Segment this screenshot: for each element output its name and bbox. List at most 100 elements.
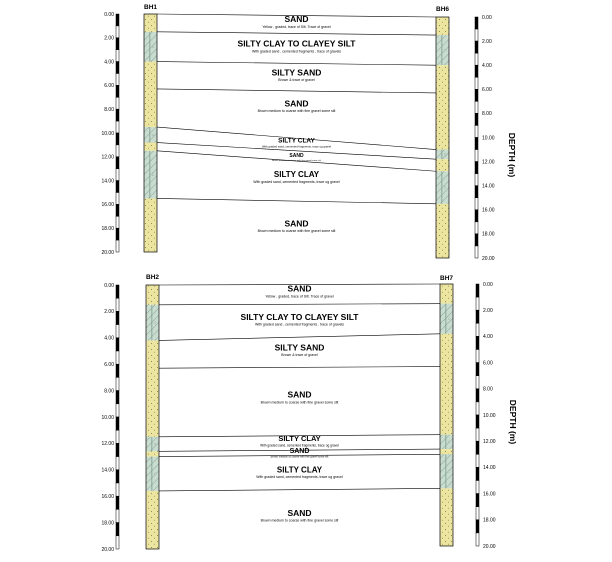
scale-segment (474, 161, 479, 174)
clay-fragment (444, 186, 447, 189)
clay-fragment (154, 443, 157, 446)
right-borehole-column (435, 16, 450, 259)
depth-tick-label: 12.00 (482, 159, 495, 165)
scale-segment (475, 454, 480, 468)
depth-tick-label: 2.00 (104, 309, 114, 315)
layer-descriptions: SAND Yellow , graded, trace of Silt. Trac… (241, 284, 360, 523)
scale-segment (115, 363, 120, 378)
scale-segment (115, 535, 120, 550)
scale-segment (474, 16, 479, 30)
scale-segment (115, 284, 120, 299)
boundary-line (156, 150, 437, 172)
scale-segment (474, 197, 479, 211)
sand-hatch (146, 340, 159, 437)
clay-fragment (152, 45, 155, 48)
scale-segment (115, 227, 120, 241)
depth-tick-label: 10.00 (483, 413, 496, 419)
clay-fragment (448, 470, 451, 473)
borehole-outline (435, 16, 450, 259)
scale-segment (475, 362, 480, 376)
scale-segment (475, 493, 480, 507)
clay-hatch (436, 149, 449, 160)
scale-segment (115, 216, 120, 229)
depth-tick-label: 16.00 (101, 494, 114, 500)
scale-segment (115, 390, 120, 405)
depth-tick-label: 8.00 (104, 388, 114, 394)
scale-segment (115, 156, 120, 169)
layer-name: SAND (290, 448, 310, 455)
scale-segment (475, 349, 480, 363)
borehole-outline (145, 284, 160, 550)
boundary-line (158, 488, 441, 492)
scale-segment (475, 480, 480, 494)
scale-segment (115, 469, 120, 484)
scale-segment (474, 28, 479, 42)
layer-description: Brown medium to coarse with fine gravel … (271, 455, 329, 459)
boundary-line (158, 434, 441, 438)
layer-name: SILTY CLAY TO CLAYEY SILT (241, 312, 360, 322)
scale-segment (474, 64, 479, 78)
scale-segment (475, 388, 480, 403)
scale-segment (475, 309, 480, 324)
depth-tick-label: 4.00 (104, 59, 114, 65)
clay-fragment (154, 321, 157, 324)
layer-description: With graded sand, cemented fragments, tr… (260, 443, 339, 447)
depth-tick-label: 20.00 (101, 547, 114, 553)
scale-segment (115, 482, 120, 497)
depth-tick-label: 16.00 (101, 202, 114, 208)
scale-segment (115, 204, 120, 217)
depth-tick-label: 4.00 (482, 63, 492, 69)
sand-hatch (436, 203, 449, 258)
boundary-line (156, 142, 437, 160)
scale-segment (474, 233, 479, 247)
depth-tick-label: 18.00 (483, 518, 496, 524)
depth-tick-label: 16.00 (482, 208, 495, 214)
clay-hatch (440, 434, 453, 450)
layer-name: SILTY SAND (272, 67, 322, 77)
clay-hatch (436, 171, 449, 204)
scale-segment (115, 324, 120, 339)
depth-tick-label: 14.00 (101, 178, 114, 184)
depth-tick-label: 4.00 (483, 334, 493, 340)
boundary-line (156, 126, 437, 150)
clay-fragment (154, 472, 157, 475)
scale-segment (115, 13, 120, 27)
layer-description: Yellow , graded, trace of Silt. Trace of… (265, 294, 334, 298)
scale-segment (115, 495, 120, 510)
scale-segment (475, 440, 480, 455)
right-depth-scale: 0.002.004.006.008.0010.0012.0014.0016.00… (475, 282, 496, 550)
scale-segment (115, 144, 120, 158)
clay-hatch (144, 150, 157, 199)
scale-segment (475, 375, 480, 390)
scale-segment (115, 239, 120, 253)
boundary-line (156, 198, 437, 205)
layer-description: With graded sand, cemented fragments, tr… (253, 180, 340, 184)
scale-segment (474, 52, 479, 66)
depth-tick-label: 18.00 (482, 232, 495, 238)
layer-name: SILTY CLAY (274, 170, 320, 179)
scale-segment (115, 61, 120, 74)
depth-tick-label: 20.00 (482, 256, 495, 262)
depth-tick-label: 20.00 (101, 250, 114, 256)
scale-segment (475, 323, 480, 337)
scale-segment (475, 414, 480, 429)
depth-tick-label: 6.00 (104, 83, 114, 89)
depth-tick-label: 14.00 (101, 468, 114, 474)
depth-tick-label: 0.00 (483, 282, 493, 288)
sand-hatch (436, 159, 449, 172)
depth-tick-label: 0.00 (104, 283, 114, 289)
scale-segment (115, 97, 120, 110)
sand-hatch (436, 17, 449, 36)
depth-tick-label: 16.00 (483, 491, 496, 497)
scale-segment (475, 467, 480, 481)
layer-name: SILTY SAND (275, 342, 325, 352)
scale-segment (115, 350, 120, 365)
scale-segment (475, 296, 480, 311)
layer-description: Brown medium to coarse with fine gravel … (272, 159, 321, 162)
sand-hatch (440, 333, 453, 435)
scale-segment (115, 192, 120, 205)
depth-axis-title: DEPTH (m) (508, 400, 518, 445)
scale-segment (115, 108, 120, 122)
scale-segment (474, 125, 479, 138)
